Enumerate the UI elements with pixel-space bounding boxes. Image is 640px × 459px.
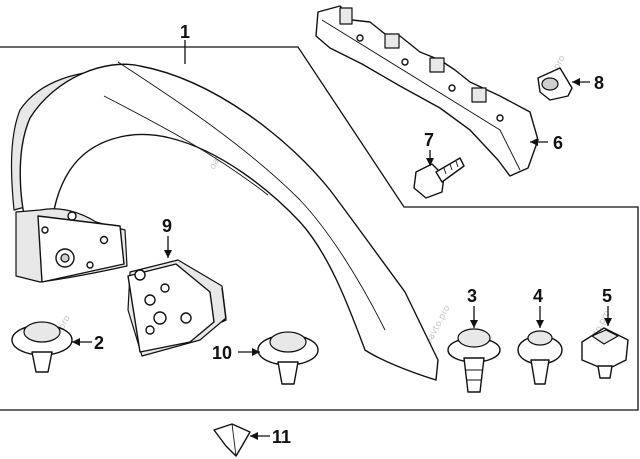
callout-5: 5 <box>602 286 612 306</box>
retainer-clip-4 <box>517 330 563 385</box>
callout-8: 8 <box>594 73 604 93</box>
mounting-bracket <box>127 259 227 357</box>
callout-7: 7 <box>424 130 434 150</box>
leader-lines <box>72 40 612 440</box>
callout-1: 1 <box>180 22 190 42</box>
assembly-frame <box>0 46 639 411</box>
retainer-clip-3 <box>447 328 501 393</box>
wheel-arch-flare <box>10 61 439 381</box>
retainer-rail <box>315 5 539 177</box>
callout-6: 6 <box>553 133 563 153</box>
callout-2: 2 <box>94 333 104 353</box>
push-clip-2 <box>11 321 73 373</box>
callout-11: 11 <box>272 427 291 447</box>
callout-4: 4 <box>533 286 543 306</box>
push-clip-10 <box>257 331 319 385</box>
callout-3: 3 <box>467 286 477 306</box>
hex-bolt <box>413 157 465 199</box>
push-clip-11 <box>213 423 251 457</box>
retainer-clip-5 <box>581 327 629 379</box>
callout-9: 9 <box>162 216 172 236</box>
callout-10: 10 <box>212 343 232 363</box>
grommet-nut <box>537 67 573 101</box>
